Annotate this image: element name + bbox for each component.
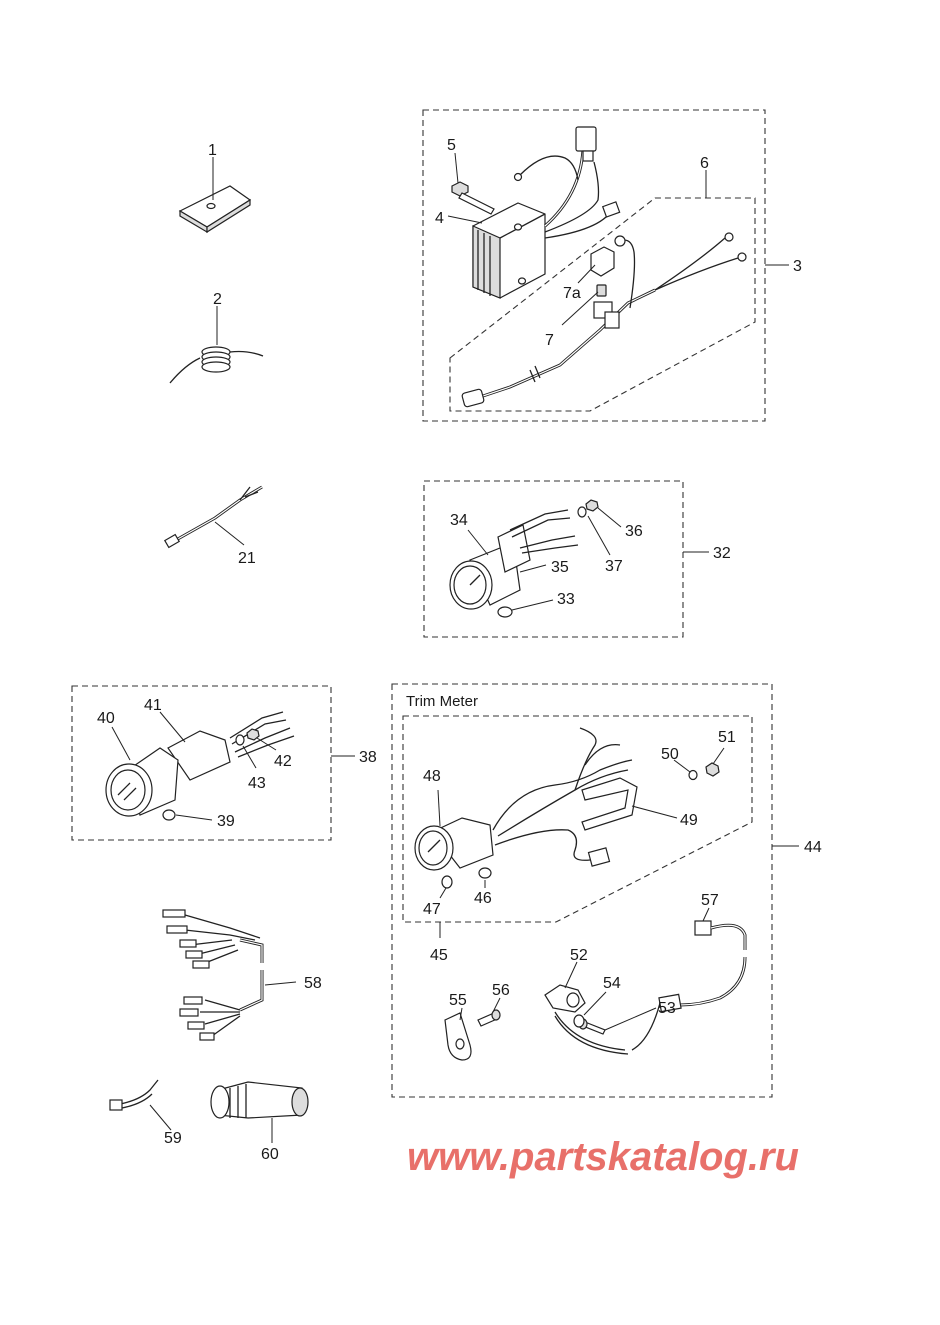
part-35-bracket [497,524,531,573]
callout-51: 51 [718,729,736,746]
part-37-washer [577,506,587,518]
part-40-gauge [105,747,179,817]
part-7a-relay [590,246,615,277]
part-57-extension [631,920,747,1051]
part-58-harness [162,909,264,1041]
callout-3: 3 [793,258,802,275]
part-41-bracket [167,730,231,781]
callout-38: 38 [359,749,377,766]
callout-7a: 7a [563,285,581,302]
callout-40: 40 [97,710,115,727]
part-48-trim-gauge [414,817,494,871]
callout-45: 45 [430,947,448,964]
callout-48: 48 [423,768,441,785]
part-54-washer [573,1014,585,1028]
callout-39: 39 [217,813,235,830]
trim-wires [492,727,633,867]
part-42-nut [246,728,260,741]
callout-4: 4 [435,210,444,227]
callout-35: 35 [551,559,569,576]
part-5-bolt [451,181,495,215]
callout-47: 47 [423,901,441,918]
part-6-harness [461,232,747,408]
callout-5: 5 [447,137,456,154]
group-box-3 [422,109,766,422]
part-59-wire [109,1079,159,1111]
part-60-fitting [210,1081,309,1119]
part-55-clamp [444,1012,472,1061]
callout-53: 53 [658,1000,676,1017]
part-43-washer [235,734,245,746]
callout-7: 7 [545,332,554,349]
callout-46: 46 [474,890,492,907]
callout-37: 37 [605,558,623,575]
callout-57: 57 [701,892,719,909]
part-46-bulb [478,867,492,879]
callout-6: 6 [700,155,709,172]
part-36-nut [585,499,599,512]
callout-2: 2 [213,291,222,308]
part-4-rectifier [472,202,546,299]
callout-55: 55 [449,992,467,1009]
group-box-38 [71,685,332,841]
callout-33: 33 [557,591,575,608]
part-52-sender [544,984,629,1055]
part-50-washer [688,769,698,781]
callout-58: 58 [304,975,322,992]
group-box-6 [449,197,756,412]
part-56-screw [477,1009,501,1027]
part-7-fuse [596,284,607,297]
gauge-32-wires [509,509,579,554]
callout-43: 43 [248,775,266,792]
part-1-clip [178,185,252,234]
rectifier-wires [513,126,621,239]
part-39-bulb [162,809,176,821]
callout-42: 42 [274,753,292,770]
callout-49: 49 [680,812,698,829]
part-34-gauge [449,547,521,610]
callout-54: 54 [603,975,621,992]
part-49-bracket [581,777,638,831]
part-21-harness [163,485,263,549]
part-51-nut [705,762,720,777]
callout-21: 21 [238,550,256,567]
part-2-spring [169,346,264,384]
group-box-32 [423,480,684,638]
callout-59: 59 [164,1130,182,1147]
callout-36: 36 [625,523,643,540]
callout-44: 44 [804,839,822,856]
watermark-text: www.partskatalog.ru [407,1135,799,1179]
callout-32: 32 [713,545,731,562]
trim-meter-title: Trim Meter [406,693,478,710]
part-47-cap [441,875,453,889]
callout-34: 34 [450,512,468,529]
group-box-45 [402,715,753,923]
callout-50: 50 [661,746,679,763]
callout-1: 1 [208,142,217,159]
callout-41: 41 [144,697,162,714]
group-box-44 [391,683,773,1098]
callout-56: 56 [492,982,510,999]
callout-60: 60 [261,1146,279,1163]
callout-52: 52 [570,947,588,964]
part-33-bulb [497,606,513,618]
